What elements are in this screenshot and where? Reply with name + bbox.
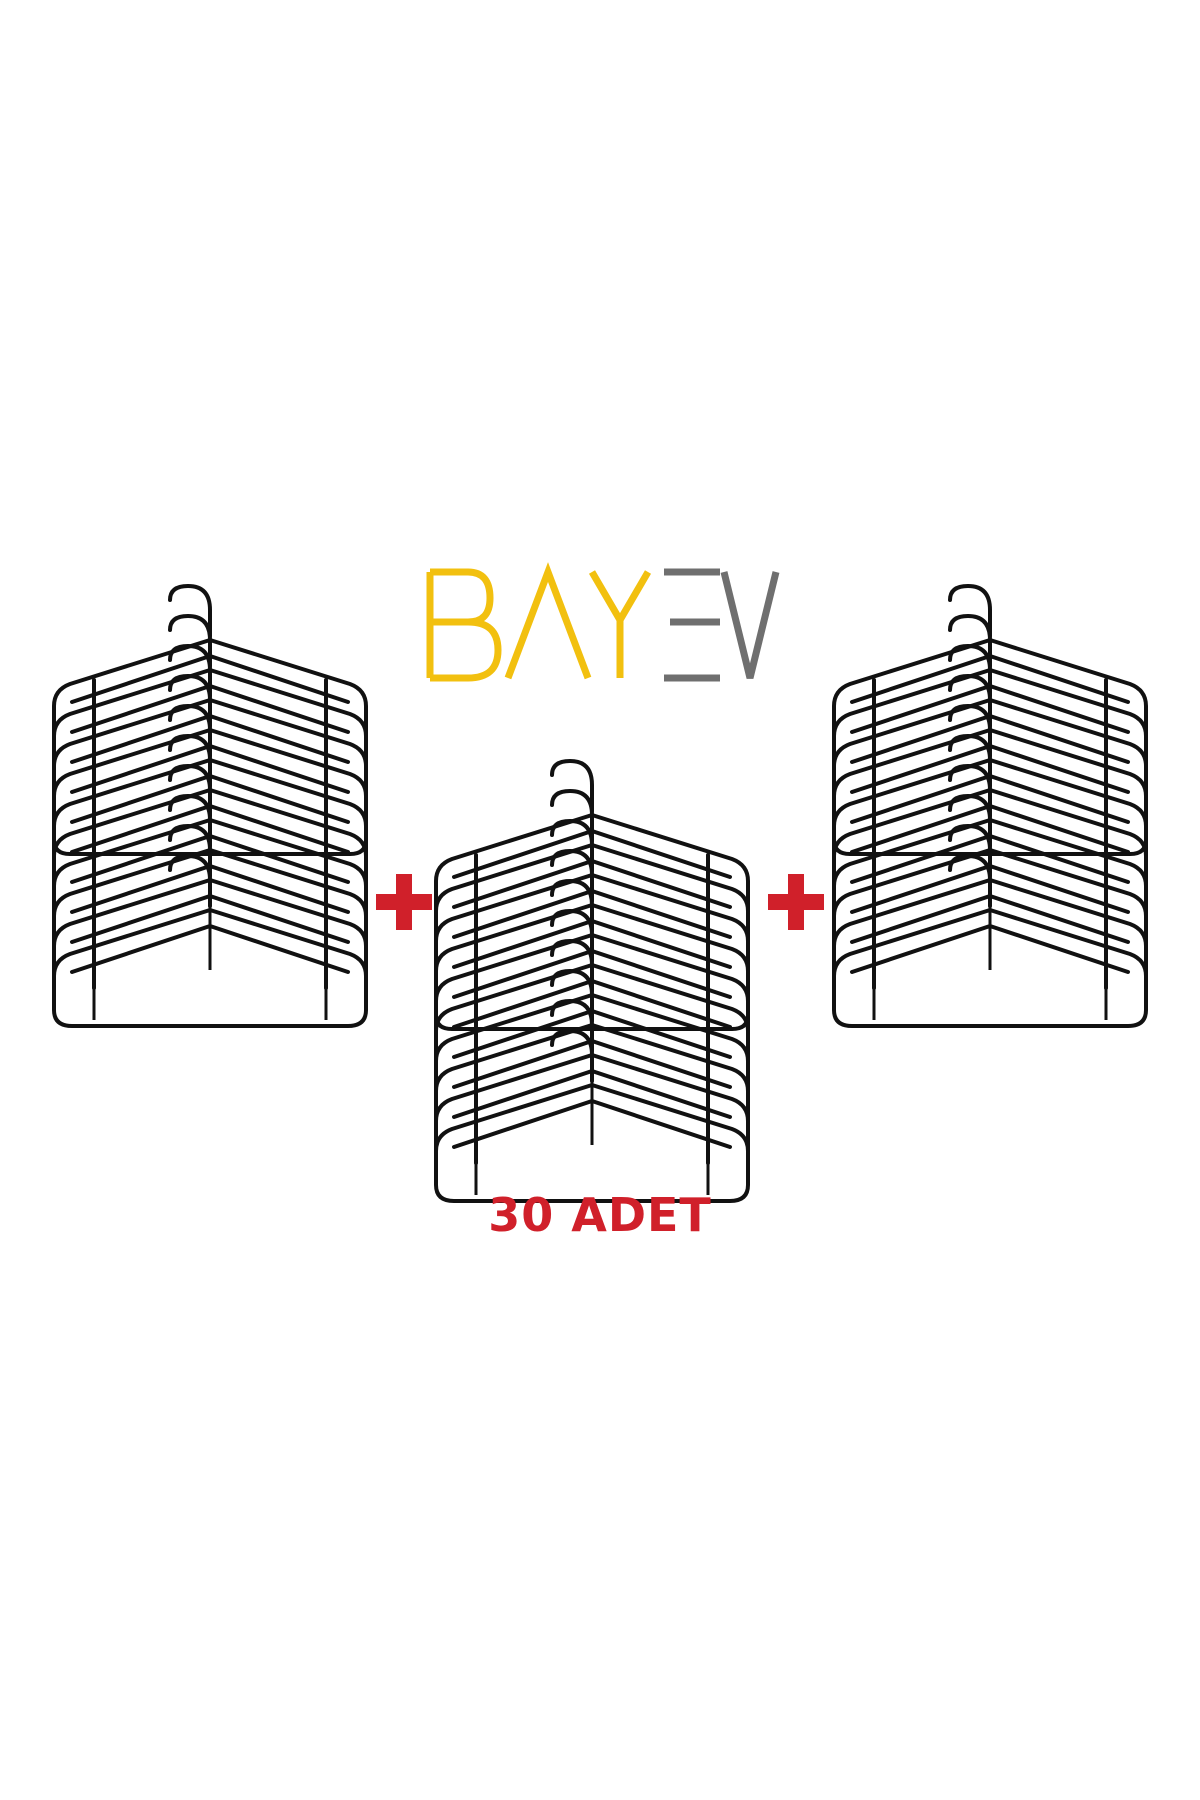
hanger-bundle-icon (434, 759, 750, 1203)
plus-icon (768, 874, 824, 930)
hanger-bottom-bar (52, 710, 368, 1028)
plus-icon (376, 874, 432, 930)
quantity-label: 30 ADET (488, 1188, 712, 1242)
hanger-bottom-bar (832, 710, 1148, 1028)
hanger-bottom-bar (434, 885, 750, 1203)
hanger-bundle-icon (832, 584, 1148, 1028)
hanger-bundle-icon (52, 584, 368, 1028)
bayev-logo (426, 562, 780, 682)
